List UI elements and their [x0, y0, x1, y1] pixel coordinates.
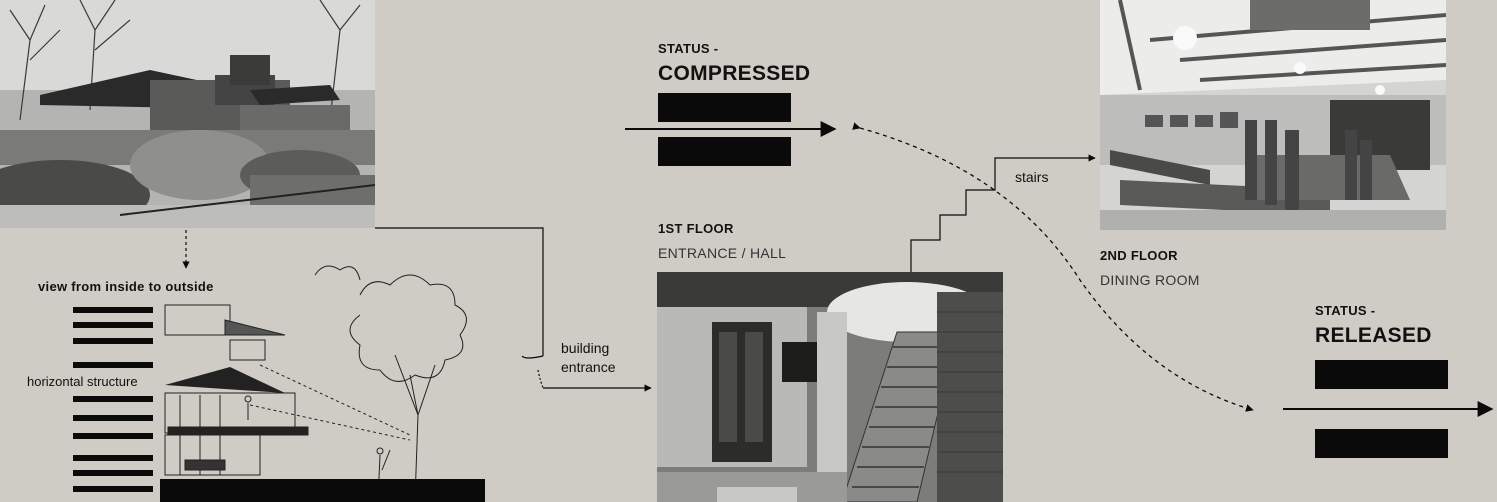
stairs-label: stairs [1015, 169, 1049, 185]
first-floor-label: 1ST FLOOR [658, 221, 734, 236]
first-floor-room: ENTRANCE / HALL [658, 245, 787, 261]
building-entrance-label-1: building [561, 340, 610, 356]
status-compressed-value: COMPRESSED [658, 62, 811, 85]
compressed-bar-top [658, 93, 791, 122]
stairs-path [910, 154, 1096, 272]
horizontal-structure-label: horizontal structure [25, 374, 140, 389]
released-bar-bottom [1315, 429, 1448, 458]
status-compressed-prefix: STATUS - [658, 41, 719, 56]
second-floor-label: 2ND FLOOR [1100, 248, 1178, 263]
entrance-hall-photo [657, 272, 1003, 502]
view-label: view from inside to outside [38, 279, 214, 294]
status-released-value: RELEASED [1315, 324, 1432, 347]
second-floor-room: DINING ROOM [1100, 272, 1200, 288]
house-exterior-photo [0, 0, 375, 228]
building-entrance-label-2: entrance [561, 359, 616, 375]
compressed-bar-bottom [658, 137, 791, 166]
dining-room-photo [1100, 0, 1446, 230]
released-bar-top [1315, 360, 1448, 389]
status-released-prefix: STATUS - [1315, 303, 1376, 318]
